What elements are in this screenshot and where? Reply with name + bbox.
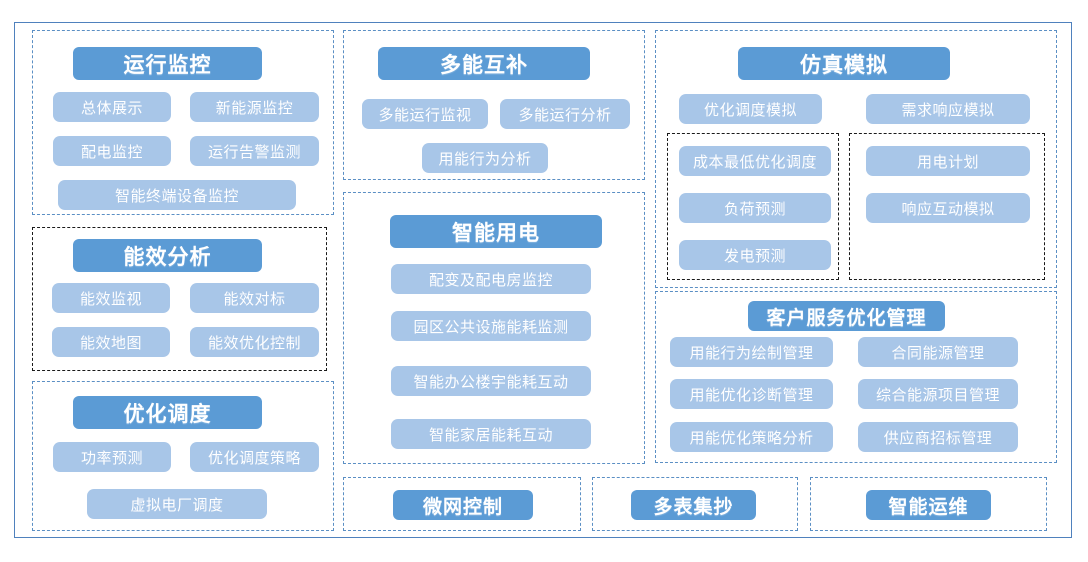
item-lowest-cost-optimal-dispatch[interactable]: 成本最低优化调度 (679, 146, 831, 176)
group-header-smart-electricity-use[interactable]: 智能用电 (390, 215, 602, 248)
item-electricity-plan[interactable]: 用电计划 (866, 146, 1030, 176)
item-multi-energy-operation-analysis[interactable]: 多能运行分析 (500, 99, 630, 129)
group-header-optimal-dispatch[interactable]: 优化调度 (73, 396, 262, 429)
item-efficiency-monitoring[interactable]: 能效监视 (52, 283, 170, 313)
subgroup-simulation-demand[interactable] (849, 133, 1045, 280)
item-smart-office-building-energy-interaction[interactable]: 智能办公楼宇能耗互动 (391, 366, 591, 396)
item-energy-optimization-strategy-analysis[interactable]: 用能优化策略分析 (670, 422, 833, 452)
item-efficiency-map[interactable]: 能效地图 (52, 327, 170, 357)
item-supplier-bidding-management[interactable]: 供应商招标管理 (858, 422, 1018, 452)
item-load-forecast[interactable]: 负荷预测 (679, 193, 831, 223)
item-contract-energy-management[interactable]: 合同能源管理 (858, 337, 1018, 367)
group-header-smart-operation-maintenance[interactable]: 智能运维 (866, 490, 991, 520)
item-operation-alarm-monitoring[interactable]: 运行告警监测 (190, 136, 319, 166)
item-smart-home-energy-interaction[interactable]: 智能家居能耗互动 (391, 419, 591, 449)
item-smart-terminal-device-monitoring[interactable]: 智能终端设备监控 (58, 180, 296, 210)
item-optimal-dispatch-simulation[interactable]: 优化调度模拟 (679, 94, 822, 124)
item-virtual-power-plant-dispatch[interactable]: 虚拟电厂调度 (87, 489, 267, 519)
item-efficiency-benchmarking[interactable]: 能效对标 (190, 283, 319, 313)
item-transformer-room-monitoring[interactable]: 配变及配电房监控 (391, 264, 591, 294)
item-demand-response-simulation[interactable]: 需求响应模拟 (866, 94, 1030, 124)
item-park-public-facility-energy-monitoring[interactable]: 园区公共设施能耗监测 (391, 311, 591, 341)
item-efficiency-optimization-control[interactable]: 能效优化控制 (190, 327, 319, 357)
group-header-operation-monitoring[interactable]: 运行监控 (73, 47, 262, 80)
item-new-energy-monitoring[interactable]: 新能源监控 (190, 92, 319, 122)
item-energy-behavior-mapping-management[interactable]: 用能行为绘制管理 (670, 337, 833, 367)
group-header-multi-energy-complementarity[interactable]: 多能互补 (378, 47, 590, 80)
item-energy-optimization-diagnosis-management[interactable]: 用能优化诊断管理 (670, 379, 833, 409)
item-overall-display[interactable]: 总体展示 (53, 92, 171, 122)
item-optimal-dispatch-strategy[interactable]: 优化调度策略 (190, 442, 319, 472)
diagram-outer-frame (14, 22, 1072, 538)
item-multi-energy-operation-monitoring[interactable]: 多能运行监视 (362, 99, 488, 129)
item-power-forecast[interactable]: 功率预测 (53, 442, 171, 472)
item-energy-behavior-analysis[interactable]: 用能行为分析 (422, 143, 548, 173)
item-integrated-energy-project-management[interactable]: 综合能源项目管理 (858, 379, 1018, 409)
group-header-multi-meter-reading[interactable]: 多表集抄 (631, 490, 756, 520)
item-generation-forecast[interactable]: 发电预测 (679, 240, 831, 270)
subgroup-simulation-dispatch[interactable] (667, 133, 839, 280)
item-response-interaction-simulation[interactable]: 响应互动模拟 (866, 193, 1030, 223)
group-header-customer-service-optimization[interactable]: 客户服务优化管理 (748, 301, 945, 331)
item-distribution-monitoring[interactable]: 配电监控 (53, 136, 171, 166)
group-header-microgrid-control[interactable]: 微网控制 (393, 490, 533, 520)
group-header-simulation[interactable]: 仿真模拟 (738, 47, 950, 80)
group-header-energy-efficiency-analysis[interactable]: 能效分析 (73, 239, 262, 272)
